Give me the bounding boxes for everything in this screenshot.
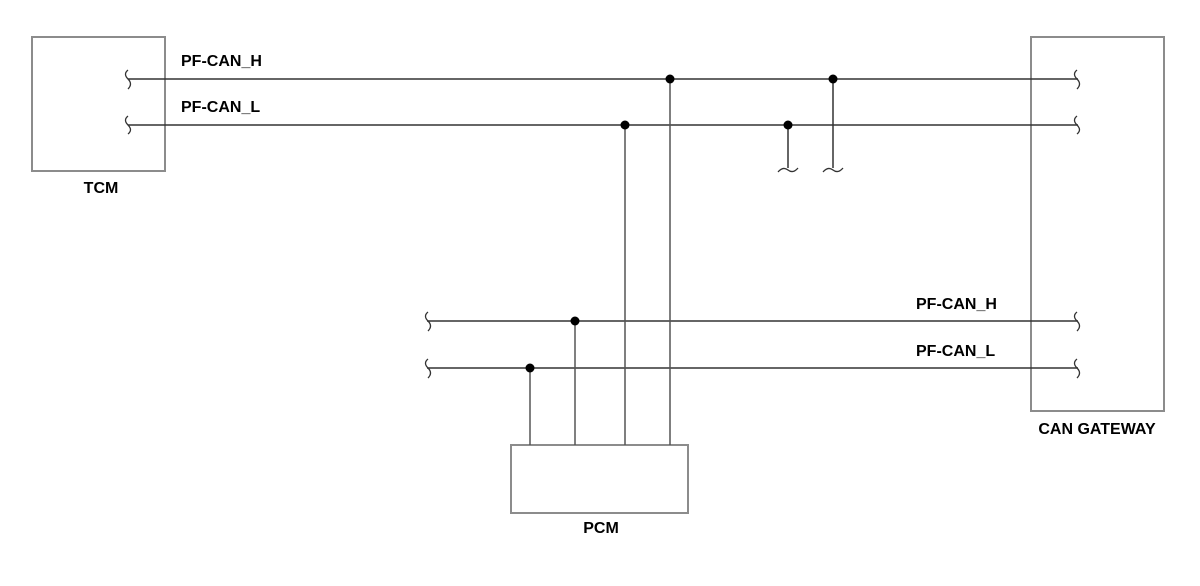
left-high-break-icon (424, 311, 432, 332)
gw-top-low-break-icon (1073, 115, 1081, 135)
left-low-break-icon (424, 358, 432, 379)
pcm-label: PCM (583, 520, 619, 537)
tcm-label: TCM (84, 180, 119, 197)
gw-bottom-low-break-icon (1073, 358, 1081, 379)
tcm-box (31, 36, 166, 172)
top-can-high-label: PF-CAN_H (181, 53, 262, 70)
top-can-low-label: PF-CAN_L (181, 99, 260, 116)
tcm-low-break-icon (124, 115, 132, 135)
bottom-can-high-label: PF-CAN_H (916, 296, 997, 313)
junction-dot (828, 74, 838, 84)
junction-dot (570, 316, 580, 326)
junction-dot (783, 120, 793, 130)
stub-low-break-icon (777, 167, 799, 173)
gw-top-high-break-icon (1073, 69, 1081, 90)
can-gateway-box (1030, 36, 1165, 412)
junction-dot (525, 363, 535, 373)
can-gateway-label: CAN GATEWAY (1038, 421, 1156, 438)
junction-dot (665, 74, 675, 84)
bottom-can-low-label: PF-CAN_L (916, 343, 995, 360)
stub-high-break-icon (822, 167, 844, 173)
tcm-high-break-icon (124, 69, 132, 90)
junction-dot (620, 120, 630, 130)
gw-bottom-high-break-icon (1073, 311, 1081, 332)
pcm-box (510, 444, 689, 514)
